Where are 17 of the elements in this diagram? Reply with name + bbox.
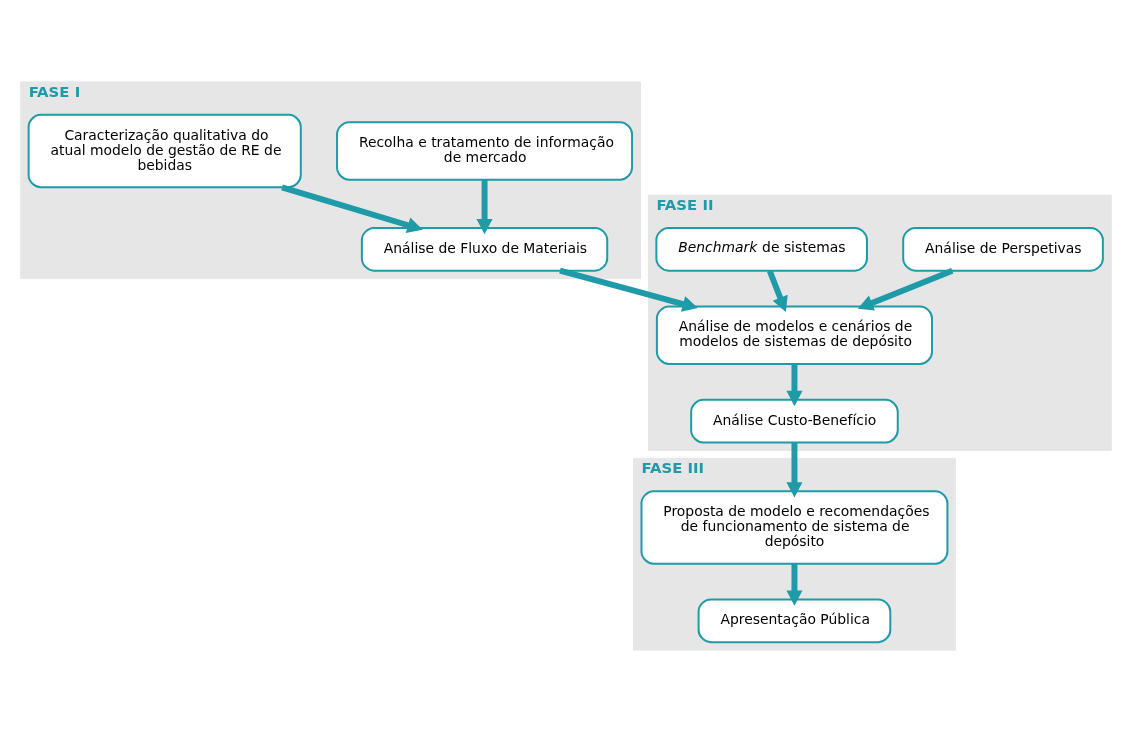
arrow bbox=[281, 183, 423, 233]
node-box: Análise de Fluxo de Materiais bbox=[360, 226, 609, 272]
arrow bbox=[559, 267, 698, 312]
arrow bbox=[786, 442, 803, 497]
node-box: Recolha e tratamento de informação de mercado bbox=[336, 120, 634, 181]
arrow bbox=[476, 179, 493, 234]
node-box: Proposta de modelo e recomendações de funcionamento de sistema de depósito bbox=[640, 489, 949, 565]
node-box: Análise de modelos e cenários de modelos de sistemas de depósito bbox=[655, 304, 934, 365]
node-box: Apresentação Pública bbox=[697, 597, 892, 643]
arrow bbox=[767, 269, 788, 312]
node-box: Caracterização qualitativa do atual modelo de gestão de RE de bebidas bbox=[27, 113, 302, 188]
node-box: Análise de Perspetivas bbox=[902, 226, 1104, 272]
node-box: Análise Custo-Benefício bbox=[690, 398, 899, 443]
arrow bbox=[857, 267, 954, 311]
arrow bbox=[786, 563, 803, 606]
arrow bbox=[786, 363, 803, 406]
node-box: Benchmark de sistemas bbox=[655, 226, 868, 272]
